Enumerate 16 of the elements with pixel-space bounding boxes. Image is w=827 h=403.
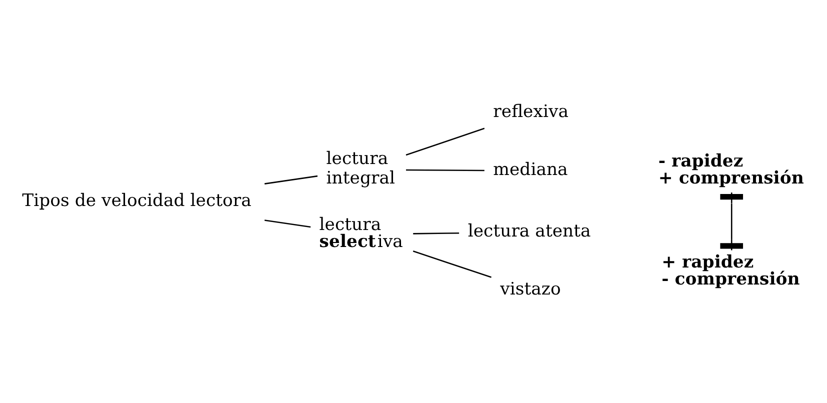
node-text: mediana xyxy=(493,160,568,180)
connector xyxy=(406,128,485,156)
connector xyxy=(406,169,484,172)
connector xyxy=(264,175,318,184)
connector xyxy=(412,250,492,278)
node-text: - rapidez + comprensión xyxy=(658,151,804,189)
node-text: lectura atenta xyxy=(468,221,591,242)
connector xyxy=(720,192,744,250)
node-text: vistazo xyxy=(500,279,561,300)
connector xyxy=(264,220,311,228)
node-text: Tipos de velocidad lectora xyxy=(22,191,252,212)
node-text: lectura selectiva xyxy=(319,214,403,252)
connector xyxy=(413,232,460,234)
node-text: + rapidez - comprensión xyxy=(662,252,800,290)
node-text: lectura integral xyxy=(326,149,396,189)
node-text: reflexiva xyxy=(493,102,568,122)
